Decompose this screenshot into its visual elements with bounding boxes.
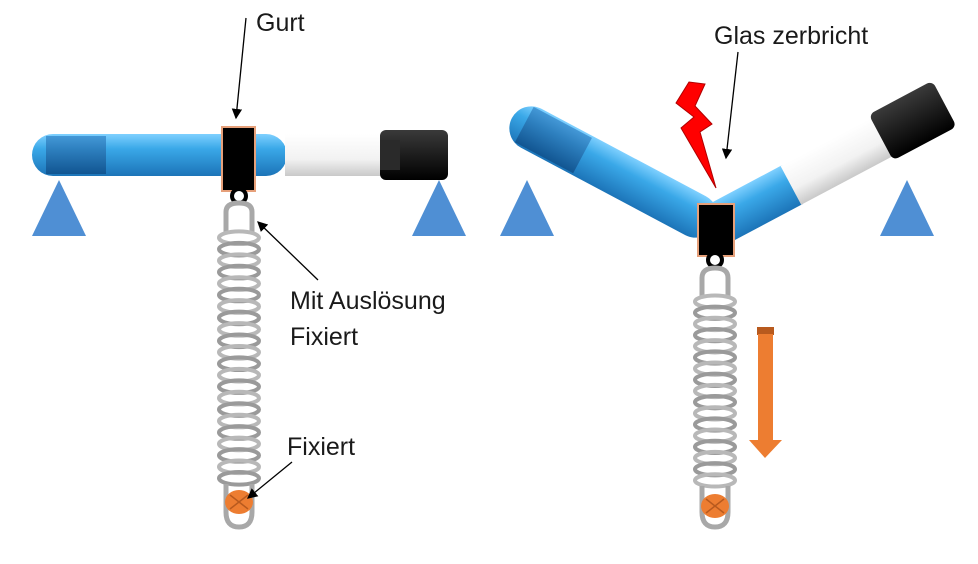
- anchor-fixed-point-2: [701, 494, 729, 518]
- anchor-fixed-point: [225, 490, 253, 514]
- label-glas-zerbricht: Glas zerbricht: [714, 22, 869, 50]
- left-assembly: [32, 17, 466, 530]
- spring-coil: [217, 229, 261, 487]
- lightning-bolt-icon: [675, 81, 717, 189]
- broken-tube-left-half: [509, 106, 718, 238]
- belt-gurt: [221, 126, 256, 192]
- label-mit-ausloesung: Mit Auslösung: [290, 287, 446, 315]
- right-assembly: [500, 51, 955, 530]
- spring-coil-2: [693, 293, 737, 489]
- left-support-triangle: [32, 180, 86, 236]
- belt-ring-2: [706, 251, 724, 269]
- pointer-ausloesung: [257, 221, 319, 281]
- spring-top-hook: [223, 200, 255, 232]
- spring-bottom-hook-2: [699, 486, 731, 530]
- belt-gurt-2: [697, 203, 735, 257]
- right-support-triangle-2: [880, 180, 934, 236]
- pointer-glas: [721, 51, 739, 160]
- left-support-triangle-2: [500, 180, 554, 236]
- right-support-triangle: [412, 180, 466, 236]
- spring-top-hook-2: [699, 265, 731, 296]
- spring-turn: [217, 469, 261, 487]
- pointer-gurt: [231, 17, 247, 120]
- label-fixiert: Fixiert: [287, 433, 356, 461]
- label-mit-ausloesung-fixiert: Fixiert: [290, 323, 359, 351]
- spring-turn: [693, 472, 737, 489]
- spring-bottom-hook: [223, 484, 255, 530]
- pointer-fixiert: [246, 461, 293, 499]
- arrow-down-icon: [749, 327, 782, 458]
- label-gurt: Gurt: [256, 9, 305, 37]
